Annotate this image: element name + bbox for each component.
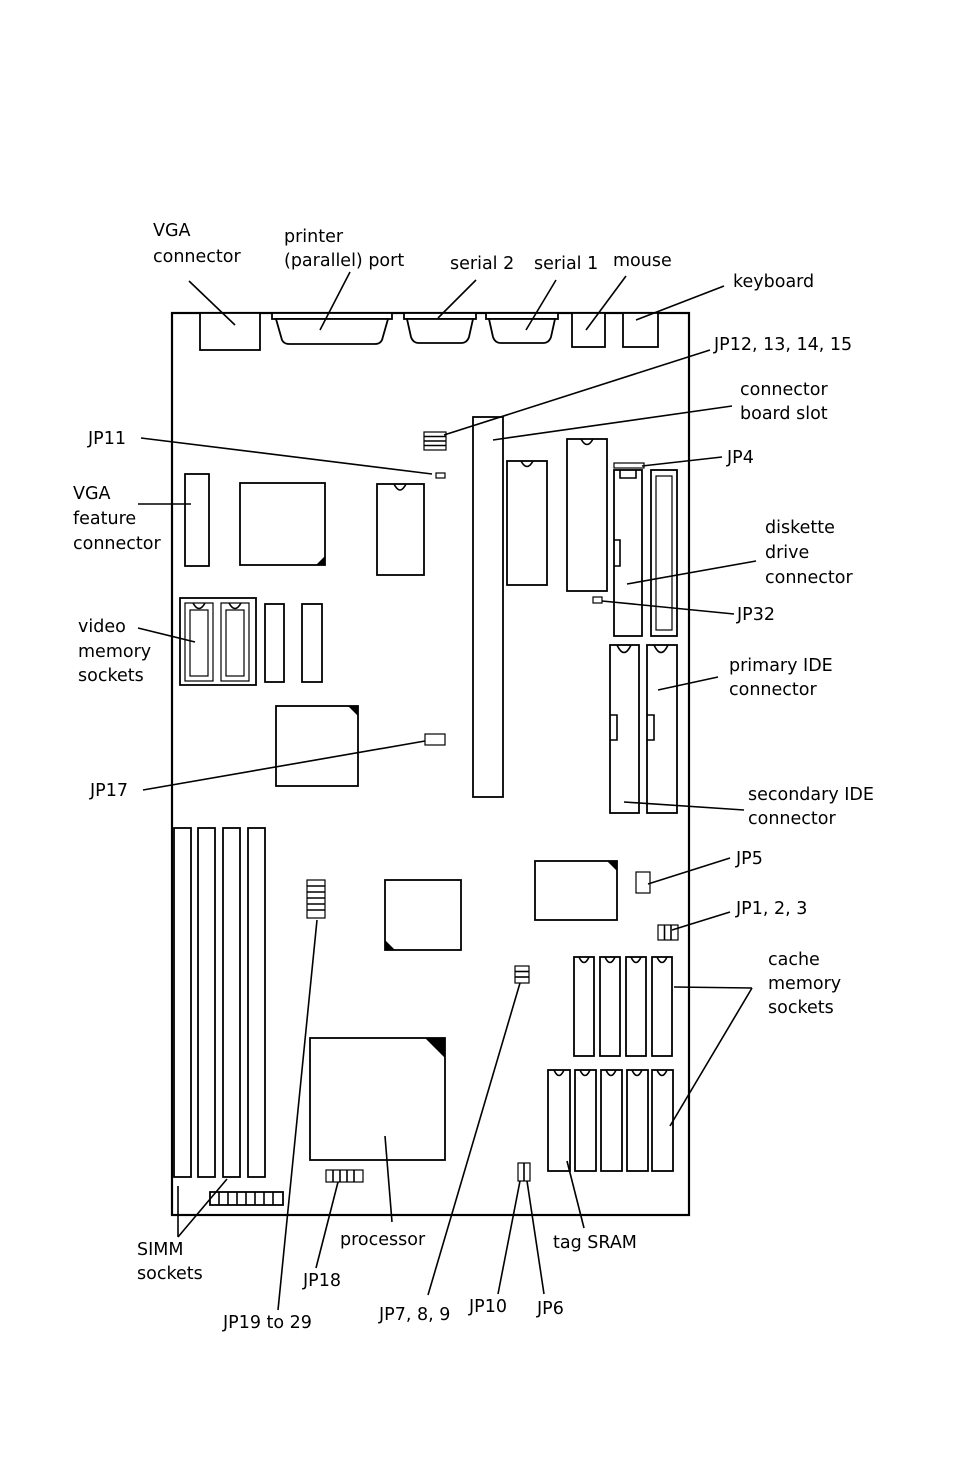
vga-feature-connector <box>184 473 210 567</box>
label-cache-memory-sockets: cache memory sockets <box>768 950 847 1018</box>
video-chip <box>239 482 326 566</box>
leader-lines <box>137 271 757 1311</box>
diskette-drive-connector <box>613 469 643 637</box>
jp1-3-jumpers <box>657 924 679 941</box>
cache-memory-sockets-lower <box>574 1069 674 1172</box>
jp11-jumper <box>435 472 446 479</box>
label-processor: processor <box>340 1230 426 1250</box>
video-bios-chip <box>376 483 425 576</box>
serial2-port <box>403 312 477 344</box>
label-serial2: serial 2 <box>450 254 514 274</box>
label-jp6: JP6 <box>536 1299 564 1319</box>
label-simm-sockets: SIMM sockets <box>137 1240 203 1284</box>
label-printer-port: printer (parallel) port <box>284 227 404 271</box>
processor-chip <box>309 1037 446 1161</box>
mouse-port <box>571 312 606 348</box>
label-jp7-9: JP7, 8, 9 <box>378 1305 450 1325</box>
ic-right-2 <box>566 438 608 592</box>
label-jp19-29: JP19 to 29 <box>222 1313 312 1333</box>
label-secondary-ide-connector: secondary IDE connector <box>748 785 880 829</box>
cache-memory-sockets-upper <box>573 956 673 1057</box>
label-jp12-15: JP12, 13, 14, 15 <box>713 335 852 355</box>
jp19-29-jumper-block <box>306 879 326 919</box>
label-jp32: JP32 <box>736 605 775 625</box>
ic-a <box>264 603 285 683</box>
chipset-center <box>384 879 462 951</box>
ic-right-1 <box>506 460 548 586</box>
label-jp18: JP18 <box>302 1271 341 1291</box>
jp32-jumper <box>592 596 603 604</box>
label-connector-board-slot: connector board slot <box>740 380 833 424</box>
jp4-jumper <box>613 462 645 469</box>
jp12-15-jumper-block <box>423 431 447 451</box>
keyboard-port <box>622 312 659 348</box>
chipset-upper <box>275 705 359 787</box>
jp18-jumper-block <box>325 1169 364 1183</box>
jp7-9-jumpers <box>514 965 530 984</box>
label-jp17: JP17 <box>89 781 128 801</box>
chipset-right <box>534 860 618 921</box>
label-video-memory-sockets: video memory sockets <box>78 617 157 686</box>
label-vga-connector: VGA connector <box>153 221 241 267</box>
header-right-long <box>650 469 678 637</box>
simm-sockets <box>173 827 266 1178</box>
vga-connector-port <box>199 312 261 351</box>
label-mouse: mouse <box>613 251 672 271</box>
label-jp4: JP4 <box>726 448 754 468</box>
label-jp10: JP10 <box>468 1297 507 1317</box>
label-jp5: JP5 <box>735 849 763 869</box>
label-diskette-drive-connector: diskette drive connector <box>765 518 853 588</box>
label-jp11: JP11 <box>87 429 126 449</box>
connector-board-slot <box>472 416 504 798</box>
label-jp1-3: JP1, 2, 3 <box>735 899 807 919</box>
jp5-jumper <box>635 871 651 894</box>
jp17-jumper <box>424 733 446 746</box>
jp10-jp6-jumpers <box>517 1162 531 1182</box>
parallel-port <box>271 312 393 345</box>
ic-b <box>301 603 323 683</box>
label-vga-feature-connector: VGA feature connector <box>73 484 161 554</box>
label-serial1: serial 1 <box>534 254 598 274</box>
primary-ide-connector <box>609 644 640 814</box>
secondary-ide-connector <box>646 644 678 814</box>
bottom-header <box>209 1191 284 1206</box>
tag-sram-chip <box>547 1069 571 1172</box>
serial1-port <box>485 312 559 344</box>
label-tag-sram: tag SRAM <box>553 1233 637 1253</box>
label-primary-ide-connector: primary IDE connector <box>729 656 838 700</box>
label-keyboard: keyboard <box>733 272 814 292</box>
